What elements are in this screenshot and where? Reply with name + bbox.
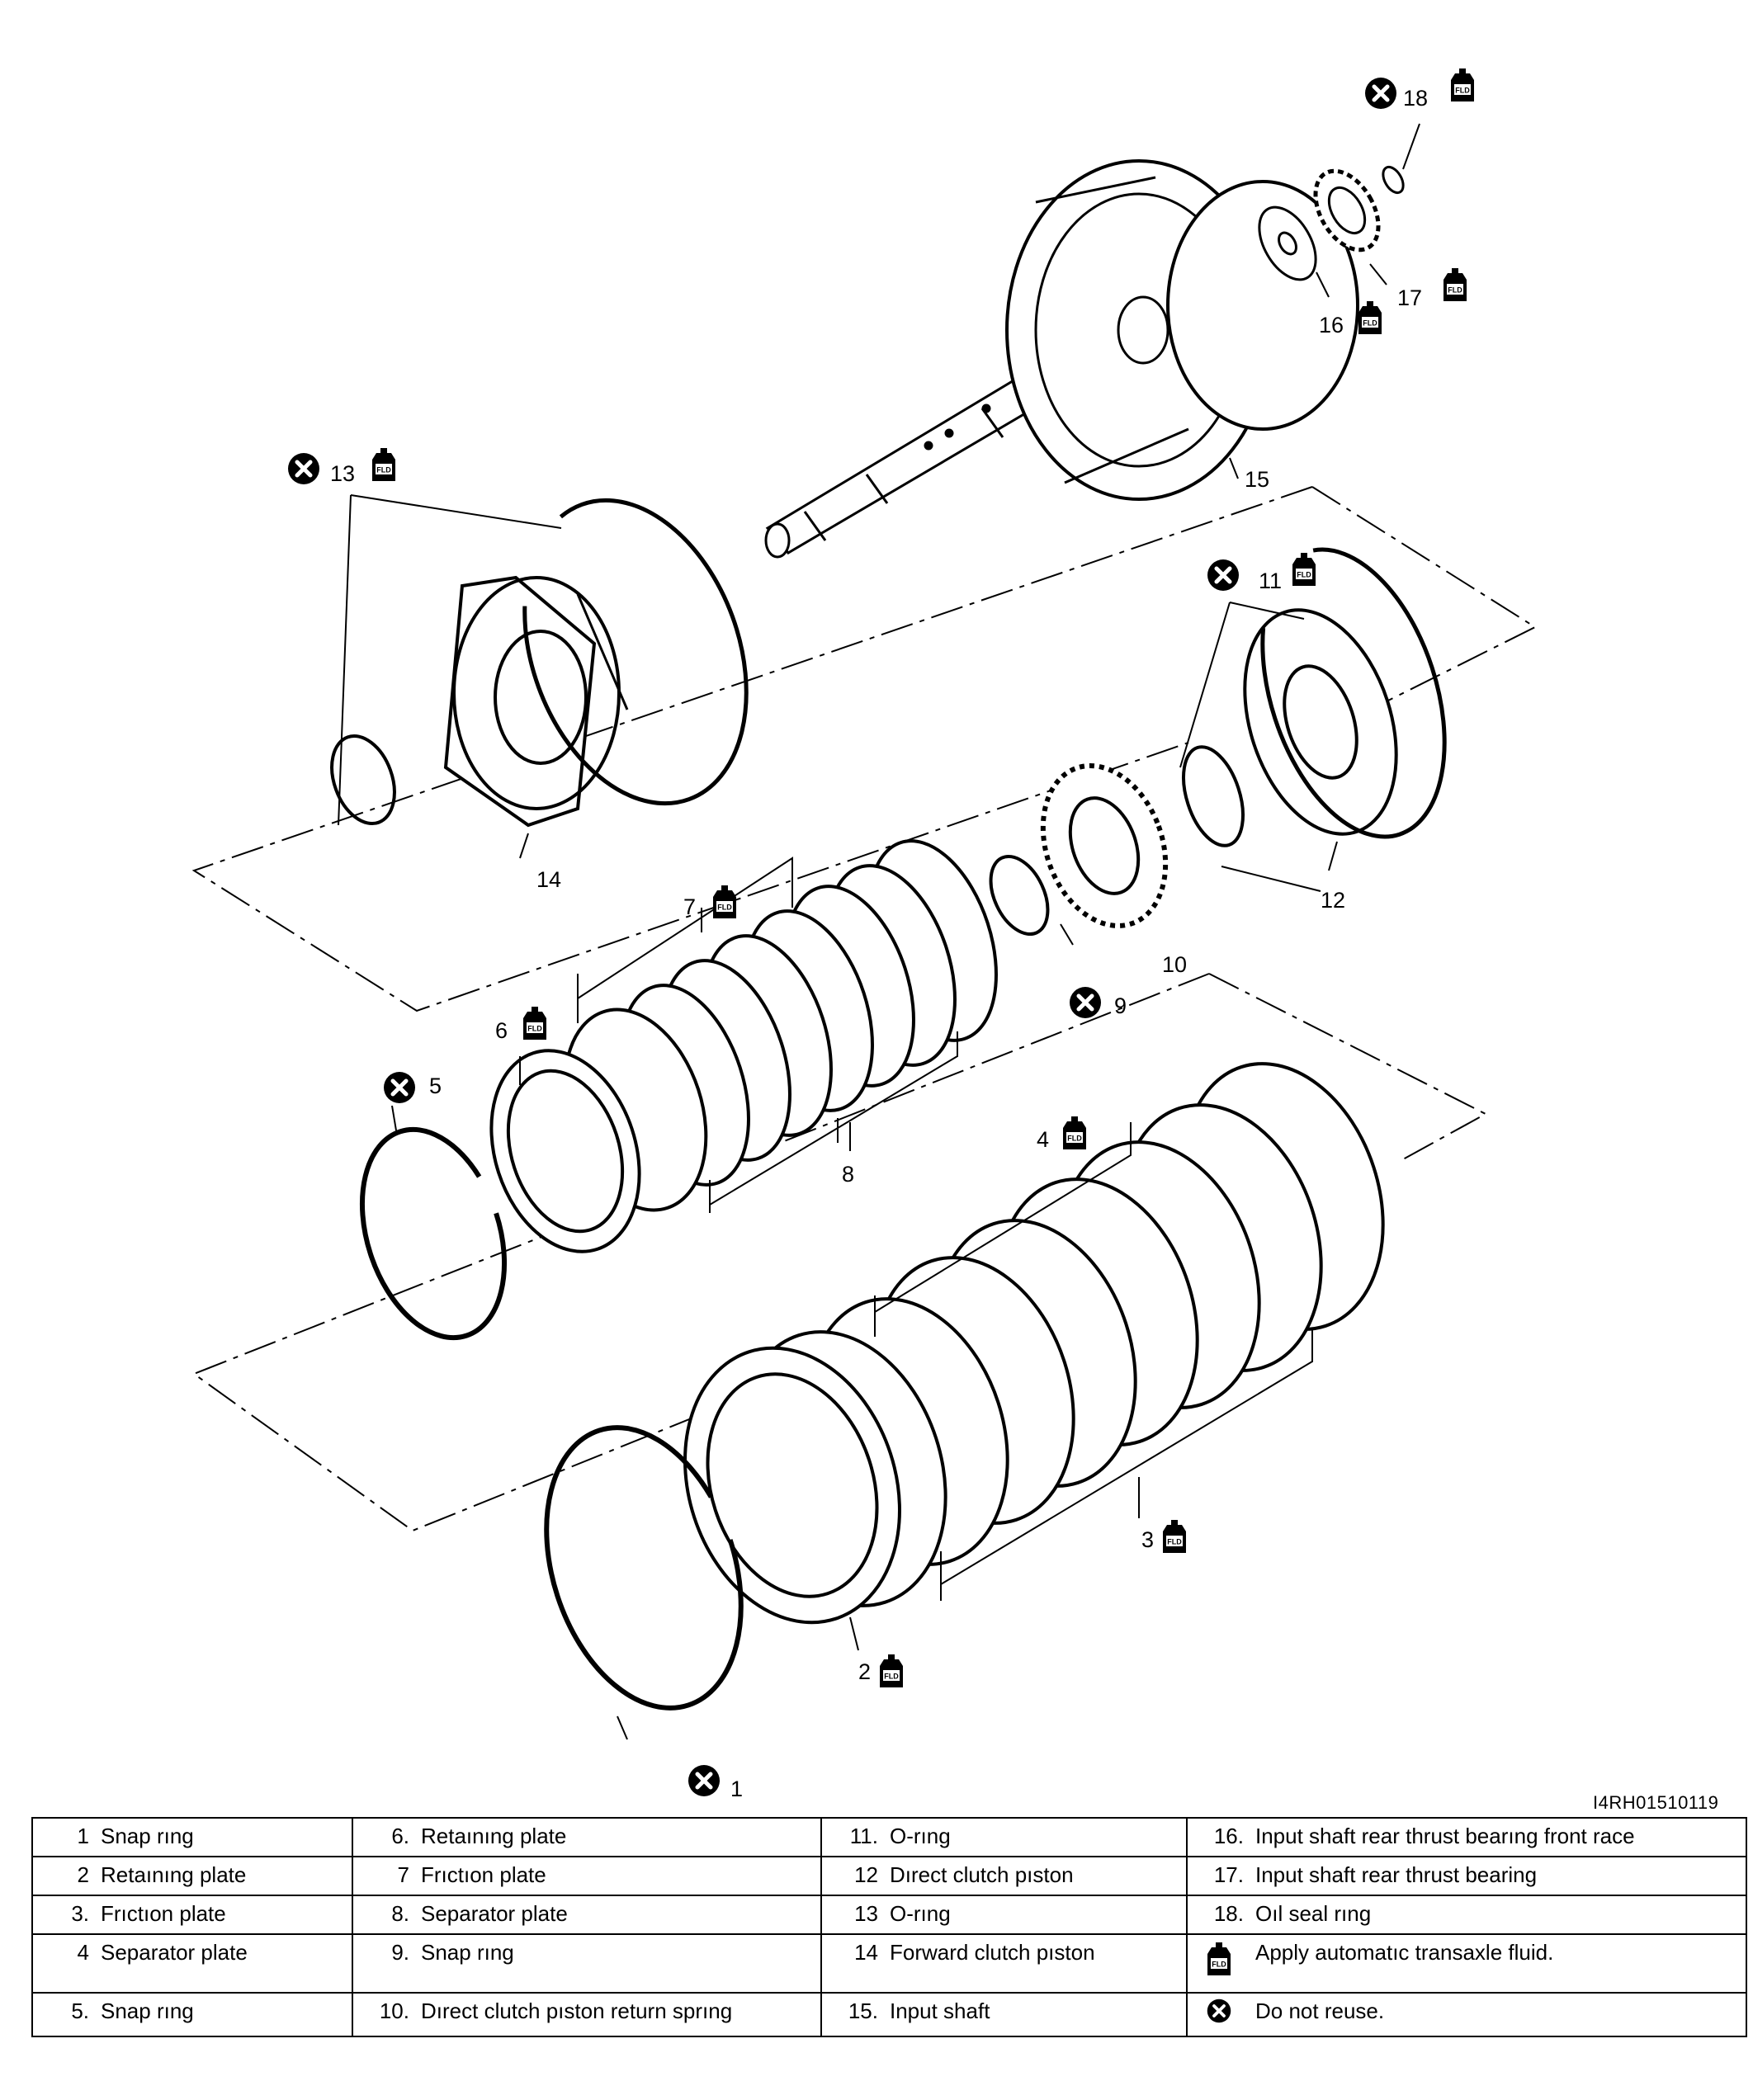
x-circle-icon bbox=[1194, 1997, 1244, 2029]
fluid-bottle-icon bbox=[1444, 268, 1467, 301]
legend-cell: 3.Frıctıon plate bbox=[31, 1895, 353, 1935]
fluid-bottle-icon bbox=[1194, 1940, 1244, 1985]
legend-cell: 16.Input shaft rear thrust bearıng front… bbox=[1186, 1817, 1747, 1857]
legend-cell: Do not reuse. bbox=[1186, 1992, 1747, 2037]
callout-8: 8 bbox=[842, 1162, 854, 1187]
legend-cell: 9.Snap rıng bbox=[352, 1933, 822, 1994]
legend-cell: Apply automatıc transaxle fluid. bbox=[1186, 1933, 1747, 1994]
callout-4: 4 bbox=[1037, 1127, 1049, 1152]
callout-1: 1 bbox=[730, 1777, 743, 1801]
callout-9: 9 bbox=[1114, 993, 1127, 1018]
legend-cell: 6.Retaınıng plate bbox=[352, 1817, 822, 1857]
callout-6: 6 bbox=[495, 1018, 508, 1043]
fluid-bottle-icon bbox=[523, 1007, 546, 1040]
fluid-bottle-icon bbox=[713, 885, 736, 918]
fluid-bottle-icon bbox=[1451, 68, 1474, 101]
forward-clutch-piston bbox=[330, 498, 749, 828]
fluid-bottle-icon bbox=[1163, 1520, 1186, 1553]
legend-cell: 15.Input shaft bbox=[820, 1992, 1188, 2037]
callout-11: 11 bbox=[1259, 569, 1282, 593]
legend-cell: 8.Separator plate bbox=[352, 1895, 822, 1935]
direct-clutch-parts bbox=[989, 547, 1447, 937]
fluid-bottle-icon bbox=[1292, 553, 1316, 586]
callout-13: 13 bbox=[330, 461, 355, 486]
snap-ring-5 bbox=[359, 1126, 508, 1341]
table-row: 5.Snap rıng 10.Dırect clutch pıston retu… bbox=[31, 1992, 1747, 2037]
upper-clutch-pack bbox=[489, 839, 998, 1253]
snap-ring-1 bbox=[544, 1425, 744, 1711]
x-circle-icon bbox=[688, 1765, 720, 1796]
callout-16: 16 bbox=[1319, 313, 1344, 337]
callout-18: 18 bbox=[1403, 86, 1428, 111]
legend-cell: 17.Input shaft rear thrust bearing bbox=[1186, 1856, 1747, 1896]
x-circle-icon bbox=[288, 453, 319, 484]
legend-cell: 11.O-rıng bbox=[820, 1817, 1188, 1857]
x-circle-icon bbox=[1070, 987, 1101, 1018]
group-brackets bbox=[338, 123, 1420, 1740]
x-circle-icon bbox=[1207, 559, 1239, 591]
fluid-bottle-icon bbox=[880, 1654, 903, 1687]
callout-15: 15 bbox=[1245, 467, 1269, 492]
callout-10: 10 bbox=[1162, 952, 1187, 977]
legend-cell: 10.Dırect clutch pıston return sprıng bbox=[352, 1992, 822, 2037]
callout-5: 5 bbox=[429, 1074, 442, 1098]
x-circle-icon bbox=[384, 1072, 415, 1103]
callout-17: 17 bbox=[1397, 286, 1422, 310]
x-circle-icon bbox=[1365, 78, 1396, 109]
callout-3: 3 bbox=[1141, 1527, 1154, 1552]
lower-clutch-pack bbox=[683, 1062, 1385, 1625]
exploded-view-diagram: FLD bbox=[191, 68, 1538, 1801]
legend-cell: 18.Oıl seal rıng bbox=[1186, 1895, 1747, 1935]
fluid-bottle-icon bbox=[1358, 301, 1382, 334]
thrust-bearing-parts bbox=[1258, 165, 1405, 281]
callout-labels: 1 2 3 4 5 6 7 8 9 10 11 12 13 14 15 16 1… bbox=[330, 86, 1428, 1801]
figure-id: I4RH01510119 bbox=[1593, 1792, 1719, 1813]
fluid-bottle-icon bbox=[1063, 1116, 1086, 1149]
callout-12: 12 bbox=[1321, 888, 1345, 913]
callout-2: 2 bbox=[858, 1659, 871, 1684]
callout-7: 7 bbox=[683, 894, 696, 919]
legend-cell: 5.Snap rıng bbox=[31, 1992, 353, 2037]
fluid-bottle-icon bbox=[372, 448, 395, 481]
callout-14: 14 bbox=[536, 867, 561, 892]
